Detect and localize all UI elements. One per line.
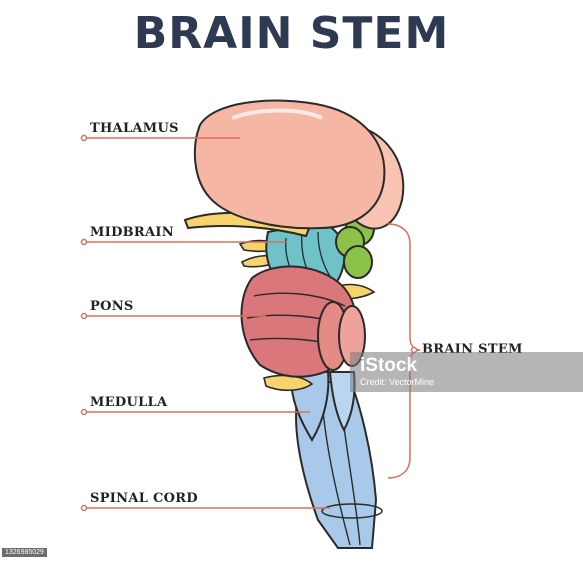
pons-shape	[240, 265, 366, 378]
label-spinal-cord: SPINAL CORD	[90, 491, 198, 506]
stock-id-badge: 1326985029	[2, 548, 47, 557]
label-thalamus: THALAMUS	[90, 121, 179, 136]
label-midbrain: MIDBRAIN	[90, 225, 174, 240]
thalamus-shape	[193, 99, 405, 230]
label-pons: PONS	[90, 299, 134, 314]
leader-lines	[80, 134, 421, 512]
watermark-credit: Credit: VectorMine	[360, 377, 435, 387]
watermark-logo: iStock	[360, 355, 418, 376]
watermark-banner: iStock Credit: VectorMine	[350, 352, 583, 392]
label-medulla: MEDULLA	[90, 395, 168, 410]
diagram-title: BRAIN STEM	[133, 8, 450, 59]
